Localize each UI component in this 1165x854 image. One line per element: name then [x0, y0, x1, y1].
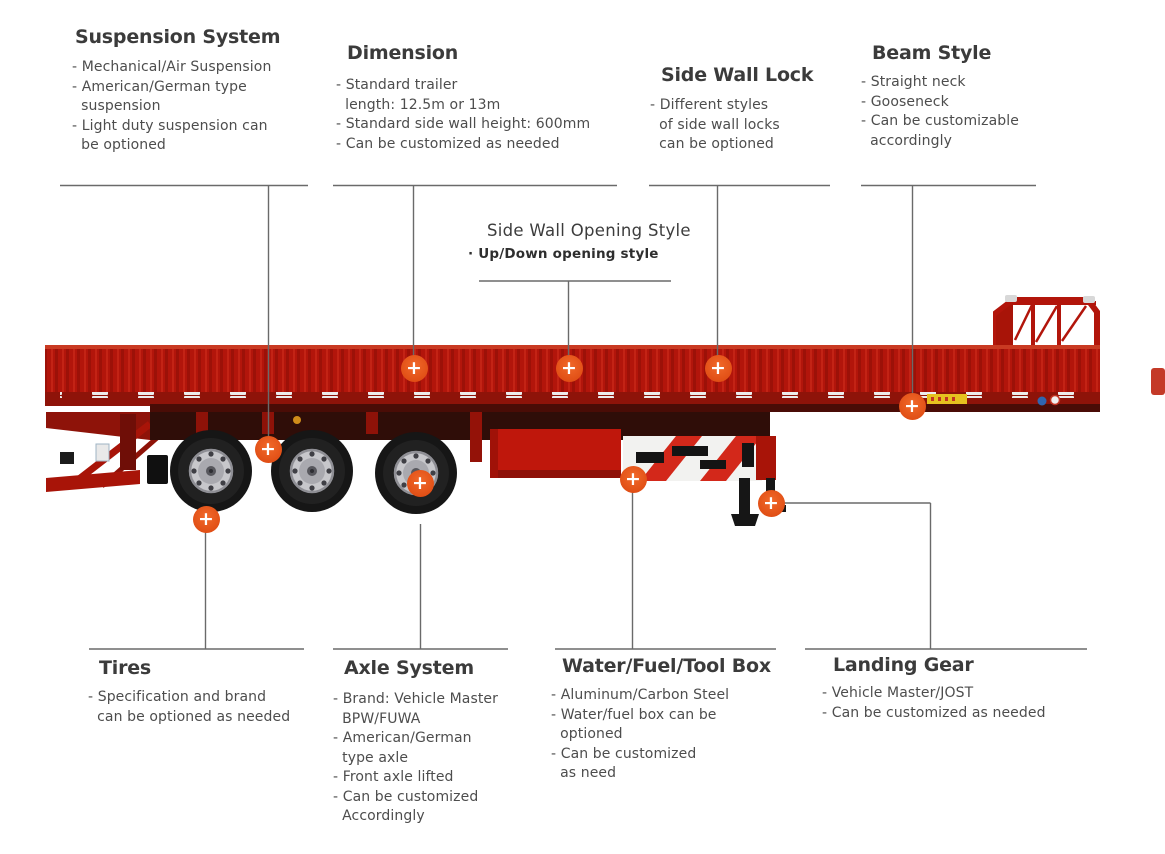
section-list-suspension-system: - Mechanical/Air Suspension - American/Ge… [72, 58, 280, 156]
section-list-landing-gear: - Vehicle Master/JOST - Can be customized… [822, 684, 1046, 723]
spec-line: BPW/FUWA [333, 710, 421, 727]
spec-line: can be optioned as needed [88, 708, 291, 725]
callout-side-wall-opening-sub: · Up/Down opening style [468, 246, 659, 262]
spec-line: - Front axle lifted [333, 769, 454, 785]
section-list-beam-style: - Straight neck - Gooseneck - Can be custo… [861, 73, 1019, 151]
spec-line: - American/German [333, 730, 472, 746]
spec-line: Accordingly [333, 808, 425, 824]
section-list-water-fuel-tool-box: - Aluminum/Carbon Steel - Water/fuel box … [551, 686, 771, 784]
connector-lines [60, 184, 1087, 650]
spec-line: - Standard side wall height: 600mm [336, 116, 591, 132]
marker-tires[interactable]: + [192, 505, 220, 533]
section-list-axle-system: - Brand: Vehicle Master BPW/FUWA - Americ… [333, 690, 498, 827]
spec-line: - Can be customizable [861, 113, 1019, 129]
marker-side-wall-opening-style[interactable]: + [555, 354, 583, 382]
spec-line: - Light duty suspension can [72, 117, 268, 134]
section-title-dimension: Dimension [347, 42, 459, 64]
section-title-suspension-system: Suspension System [75, 26, 281, 48]
spec-line: optioned [551, 726, 623, 742]
section-beam-style: Beam Style - Straight neck - Gooseneck - C… [861, 42, 1019, 151]
spec-line: - Standard trailer [336, 77, 458, 93]
marker-axle-system[interactable]: + [406, 469, 434, 497]
spec-line: - Straight neck [861, 74, 966, 90]
rail-decals [927, 394, 1061, 406]
section-title-side-wall-lock: Side Wall Lock [661, 64, 814, 86]
section-title-landing-gear: Landing Gear [833, 654, 974, 676]
front-rack [993, 295, 1100, 345]
red-storage-box [490, 429, 621, 478]
spec-line: length: 12.5m or 13m [336, 96, 501, 113]
spec-line: type axle [333, 749, 409, 766]
marker-side-wall-lock[interactable]: + [704, 354, 732, 382]
spec-line: can be optioned [650, 136, 774, 152]
callout-side-wall-opening-title: Side Wall Opening Style [487, 221, 691, 240]
spec-line: be optioned [72, 137, 166, 153]
spec-line: - Mechanical/Air Suspension [72, 59, 272, 75]
spec-line: - American/German type [72, 78, 247, 95]
spec-line: - Can be customized [333, 788, 479, 805]
marker-suspension-system[interactable]: + [254, 435, 282, 463]
section-dimension: Dimension - Standard trailer length: 12.… [336, 42, 590, 154]
spec-line: - Vehicle Master/JOST [822, 685, 974, 701]
section-tires: Tires - Specification and brand can be o… [88, 657, 290, 727]
section-title-water-fuel-tool-box: Water/Fuel/Tool Box [562, 655, 771, 677]
section-title-beam-style: Beam Style [872, 42, 992, 64]
section-list-dimension: - Standard trailer length: 12.5m or 13m -… [336, 76, 590, 154]
spec-line: - Can be customized as needed [822, 704, 1046, 721]
section-title-tires: Tires [99, 657, 152, 679]
spec-line: as need [551, 765, 617, 781]
spec-line: - Can be customized [551, 745, 697, 762]
marker-water-fuel-tool-box[interactable]: + [619, 465, 647, 493]
section-landing-gear: Landing Gear - Vehicle Master/JOST - Can … [822, 654, 1046, 723]
marker-dimension[interactable]: + [400, 354, 428, 382]
spec-line: - Specification and brand [88, 689, 267, 705]
spec-line: - Can be customized as needed [336, 135, 560, 152]
section-list-tires: - Specification and brand can be optione… [88, 688, 290, 727]
spec-line: - Water/fuel box can be [551, 706, 717, 723]
spec-line: accordingly [861, 132, 952, 149]
marker-landing-gear[interactable]: + [757, 489, 785, 517]
spec-line: - Brand: Vehicle Master [333, 691, 498, 707]
spec-line: - Gooseneck [861, 93, 949, 110]
section-side-wall-lock: Side Wall Lock - Different styles of sid… [650, 64, 814, 155]
marker-beam-style[interactable]: + [898, 392, 926, 420]
section-water-fuel-tool-box: Water/Fuel/Tool Box - Aluminum/Carbon St… [551, 655, 771, 784]
spec-line: suspension [72, 98, 161, 114]
side-wall [45, 345, 1100, 412]
spec-line: - Aluminum/Carbon Steel [551, 687, 730, 703]
section-title-axle-system: Axle System [344, 657, 474, 679]
spec-line: - Different styles [650, 97, 769, 113]
section-axle-system: Axle System - Brand: Vehicle Master BPW/… [333, 657, 498, 827]
section-suspension-system: Suspension System - Mechanical/Air Suspe… [72, 26, 280, 156]
section-list-side-wall-lock: - Different styles of side wall locks ca… [650, 96, 813, 155]
spec-line: of side wall locks [650, 116, 780, 133]
tool-box [623, 436, 762, 481]
edge-fragment [1151, 368, 1165, 395]
